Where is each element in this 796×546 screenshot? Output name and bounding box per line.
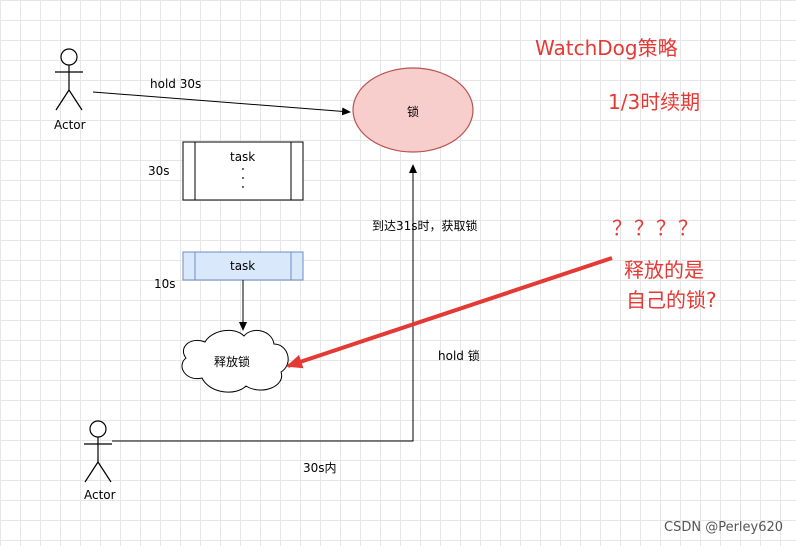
edge-bottom-actor-to-lock <box>112 164 417 442</box>
edge-hold-30s-label: hold 30s <box>150 77 202 91</box>
annotation-question-line2: 自己的锁? <box>626 288 717 312</box>
annotation-title: WatchDog策略 <box>535 36 678 60</box>
task-bottom-label: task <box>230 259 256 273</box>
release-lock-cloud <box>181 329 289 393</box>
annotation-renewal: 1/3时续期 <box>608 90 701 114</box>
actor-bottom-figure <box>84 420 112 483</box>
annotation-question-marks: ？？？？ <box>612 216 700 240</box>
lock-node <box>352 67 474 153</box>
task-top-ellipsis <box>242 168 244 188</box>
edge-within-30s-label: 30s内 <box>303 461 337 475</box>
edge-reach-31s-label: 到达31s时，获取锁 <box>372 219 478 233</box>
annotation-question-line1: 释放的是 <box>624 258 704 282</box>
actor-top-label: Actor <box>54 118 86 132</box>
watermark: CSDN @Perley620 <box>664 520 784 535</box>
annotation-arrow <box>286 256 613 369</box>
actor-bottom-label: Actor <box>84 488 116 502</box>
actor-top-figure <box>55 48 83 111</box>
task-top-duration: 30s <box>148 164 170 178</box>
task-top-node <box>182 141 304 201</box>
task-bottom-duration: 10s <box>154 277 176 291</box>
task-top-label: task <box>230 150 256 164</box>
edge-hold-30s <box>92 91 351 116</box>
edge-hold-lock-label: hold 锁 <box>438 349 480 363</box>
lock-node-label: 锁 <box>407 105 420 119</box>
release-lock-label: 释放锁 <box>214 355 251 369</box>
